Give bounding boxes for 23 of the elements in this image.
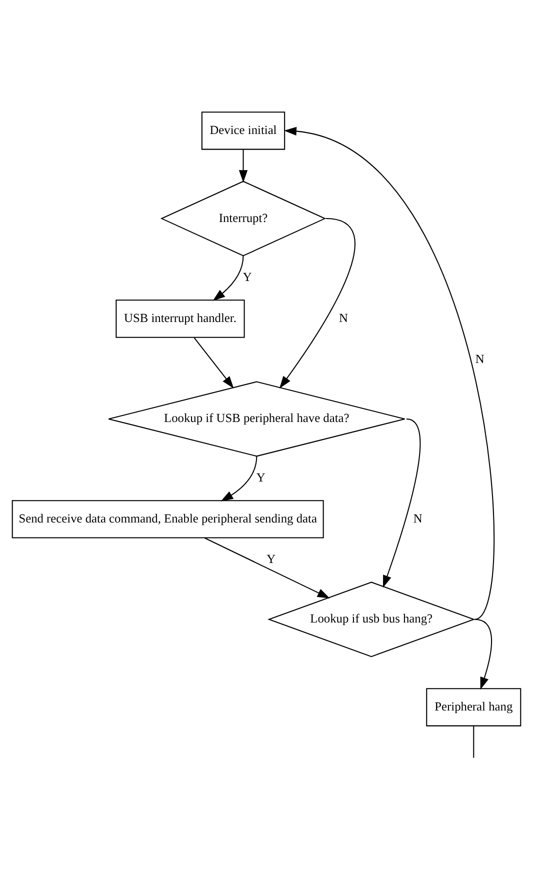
edge-label: N	[339, 310, 348, 324]
arrow	[474, 618, 492, 690]
node-box: USB interrupt handler.	[116, 299, 245, 338]
arrow	[284, 126, 494, 620]
node-box: Send receive data command, Enable peripheral sending data	[12, 500, 324, 538]
arrow	[279, 218, 356, 388]
connector	[473, 725, 474, 758]
node-box: Peripheral hang	[426, 688, 522, 726]
arrow	[194, 336, 234, 388]
arrow	[212, 255, 244, 300]
arrow	[238, 149, 248, 182]
arrow	[220, 456, 258, 501]
edge-label: Y	[256, 470, 266, 484]
node-box: Device initial	[201, 111, 286, 150]
arrow	[204, 537, 330, 598]
node-diamond: Lookup if USB peripheral have data?	[108, 380, 406, 456]
edge-label: Y	[242, 270, 252, 284]
edge-label: Y	[266, 552, 276, 566]
node-diamond: Interrupt?	[160, 180, 326, 256]
node-diamond: Lookup if usb bus hang?	[267, 581, 476, 657]
edge-label: N	[413, 510, 422, 525]
arrow	[382, 418, 421, 588]
edge-label: N	[475, 351, 484, 366]
